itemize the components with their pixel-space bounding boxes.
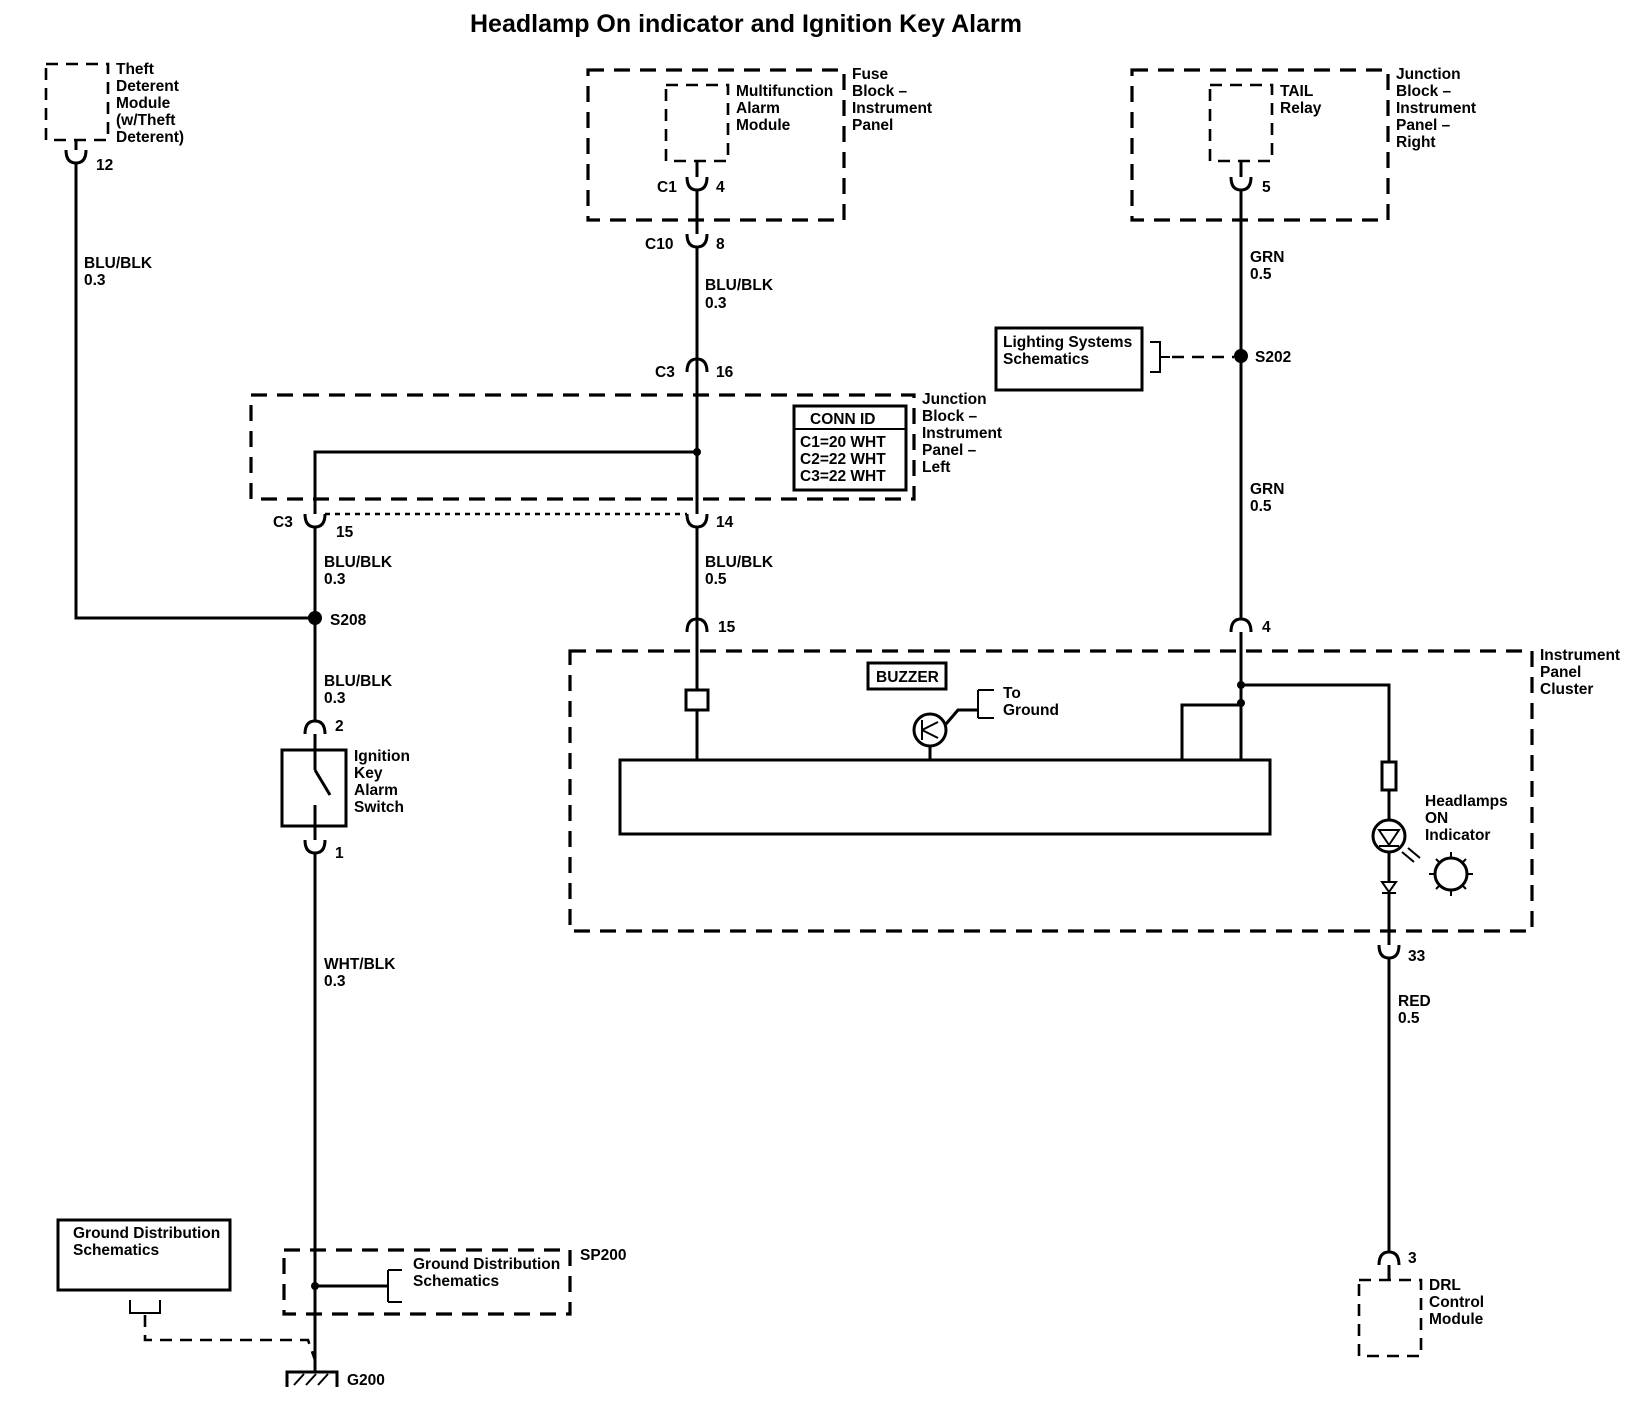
ground-g200-icon — [285, 1370, 339, 1387]
tail-relay-label: TAIL Relay — [1280, 83, 1322, 117]
pin-c3-16: 16 — [716, 364, 734, 381]
connector-switch-1 — [303, 839, 327, 855]
splice-s208: S208 — [330, 612, 367, 629]
headlamps-indicator-label: Headlamps ON Indicator — [1425, 793, 1512, 844]
wire-theft-blu-blk — [74, 163, 315, 620]
pin-tail-5: 5 — [1262, 179, 1271, 196]
fuse-block-instrument-panel: Multifunction Alarm Module Fuse Block – … — [586, 66, 936, 222]
wire-label-fuse-jb: BLU/BLK 0.3 — [705, 277, 777, 312]
conn-id-table — [792, 404, 908, 492]
pin-drl-3: 3 — [1408, 1250, 1417, 1267]
wire-label-wht-blk: WHT/BLK 0.3 — [324, 956, 400, 990]
conn-c3-left: C3 — [273, 514, 293, 531]
theft-deterent-module: Theft Deterent Module (w/Theft Deterent) — [44, 61, 184, 146]
junction-block-ip-right: TAIL Relay Junction Block – Instrument P… — [1130, 66, 1480, 222]
pin-switch-1: 1 — [335, 845, 344, 862]
wire-label-c3-14: BLU/BLK 0.5 — [705, 554, 777, 588]
pin-switch-2: 2 — [335, 718, 344, 735]
connector-c3-16 — [685, 357, 709, 373]
wire-label-theft: BLU/BLK 0.3 — [84, 255, 156, 289]
indicator-resistor — [1380, 760, 1398, 792]
instrument-panel-cluster — [568, 649, 1534, 933]
wire-label-grn-bottom: GRN 0.5 — [1250, 481, 1289, 515]
conn-c1: C1 — [657, 179, 677, 196]
connector-c3-15 — [303, 513, 327, 529]
ground-distribution-ref-1[interactable] — [56, 1218, 232, 1292]
junction-block-ip-left — [249, 393, 916, 501]
lamp-sun-icon — [1429, 852, 1473, 896]
pin-12: 12 — [96, 157, 113, 174]
connector-switch-2 — [303, 719, 327, 735]
wire-label-c3-15: BLU/BLK 0.3 — [324, 554, 396, 588]
multifunction-alarm-label: Multifunction Alarm Module — [736, 83, 838, 134]
conn-c3-top: C3 — [655, 364, 675, 381]
connector-12 — [64, 149, 88, 165]
pin-ipc-15: 15 — [718, 619, 736, 636]
splice-s202: S202 — [1255, 349, 1291, 366]
ipc-label: Instrument Panel Cluster — [1540, 647, 1624, 698]
pin-c3-15: 15 — [336, 524, 354, 541]
ref-bracket — [1150, 341, 1170, 373]
indicator-diode — [1380, 881, 1398, 894]
pin-c1-4: 4 — [716, 179, 725, 196]
connector-c10 — [685, 233, 709, 249]
conn-id-rows: C1=20 WHT C2=22 WHT C3=22 WHT — [800, 434, 890, 485]
ground-dist-label-2: Ground Distribution Schematics — [413, 1256, 565, 1290]
wire-label-grn-top: GRN 0.5 — [1250, 249, 1289, 283]
splice-s202-dot — [1234, 349, 1248, 363]
ground-dist-label-1: Ground Distribution Schematics — [73, 1225, 225, 1259]
buzzer-transistor — [912, 712, 948, 748]
to-ground-label: To Ground — [1003, 685, 1059, 719]
ipc-input-15 — [684, 688, 710, 712]
drl-module-label: DRL Control Module — [1429, 1277, 1488, 1328]
buzzer-label-box — [866, 661, 948, 691]
pin-c3-14: 14 — [716, 514, 734, 531]
ground-g200: G200 — [347, 1372, 385, 1389]
conn-c10: C10 — [645, 236, 673, 253]
wire-label-s208-switch: BLU/BLK 0.3 — [324, 673, 396, 707]
fuse-block-label: Fuse Block – Instrument Panel — [852, 66, 936, 134]
conn-id-header: CONN ID — [810, 411, 875, 428]
splice-pack-sp200 — [282, 1248, 572, 1316]
ignition-key-alarm-switch: Ignition Key Alarm Switch — [280, 734, 414, 828]
connector-tail-5 — [1229, 176, 1253, 192]
jb-left-label: Junction Block – Instrument Panel – Left — [922, 391, 1006, 476]
pin-ipc-33: 33 — [1408, 948, 1426, 965]
buzzer-label: BUZZER — [876, 669, 939, 686]
connector-c1 — [685, 176, 709, 192]
jb-right-label: Junction Block – Instrument Panel – Righ… — [1396, 66, 1480, 151]
splice-sp200: SP200 — [580, 1247, 627, 1264]
lighting-systems-ref-box[interactable] — [994, 326, 1144, 392]
pin-c10-8: 8 — [716, 236, 725, 253]
ignition-switch-label: Ignition Key Alarm Switch — [354, 748, 414, 816]
connector-drl-3 — [1377, 1250, 1401, 1266]
diagram-title: Headlamp On indicator and Ignition Key A… — [470, 10, 1022, 38]
connector-ipc-33 — [1377, 944, 1401, 960]
connector-ipc-4 — [1229, 617, 1253, 633]
wire-label-red: RED 0.5 — [1398, 993, 1435, 1027]
headlamps-on-indicator-led — [1371, 818, 1421, 863]
theft-module-label: Theft Deterent Module (w/Theft Deterent) — [116, 61, 184, 146]
connector-ipc-15 — [685, 617, 709, 633]
pin-ipc-4: 4 — [1262, 619, 1271, 636]
ipc-processor-block — [618, 758, 1272, 836]
connector-c3-14 — [685, 513, 709, 529]
splice-s208-dot — [308, 611, 322, 625]
lighting-systems-ref-label: Lighting Systems Schematics — [1003, 334, 1137, 368]
drl-control-module — [1357, 1278, 1423, 1358]
